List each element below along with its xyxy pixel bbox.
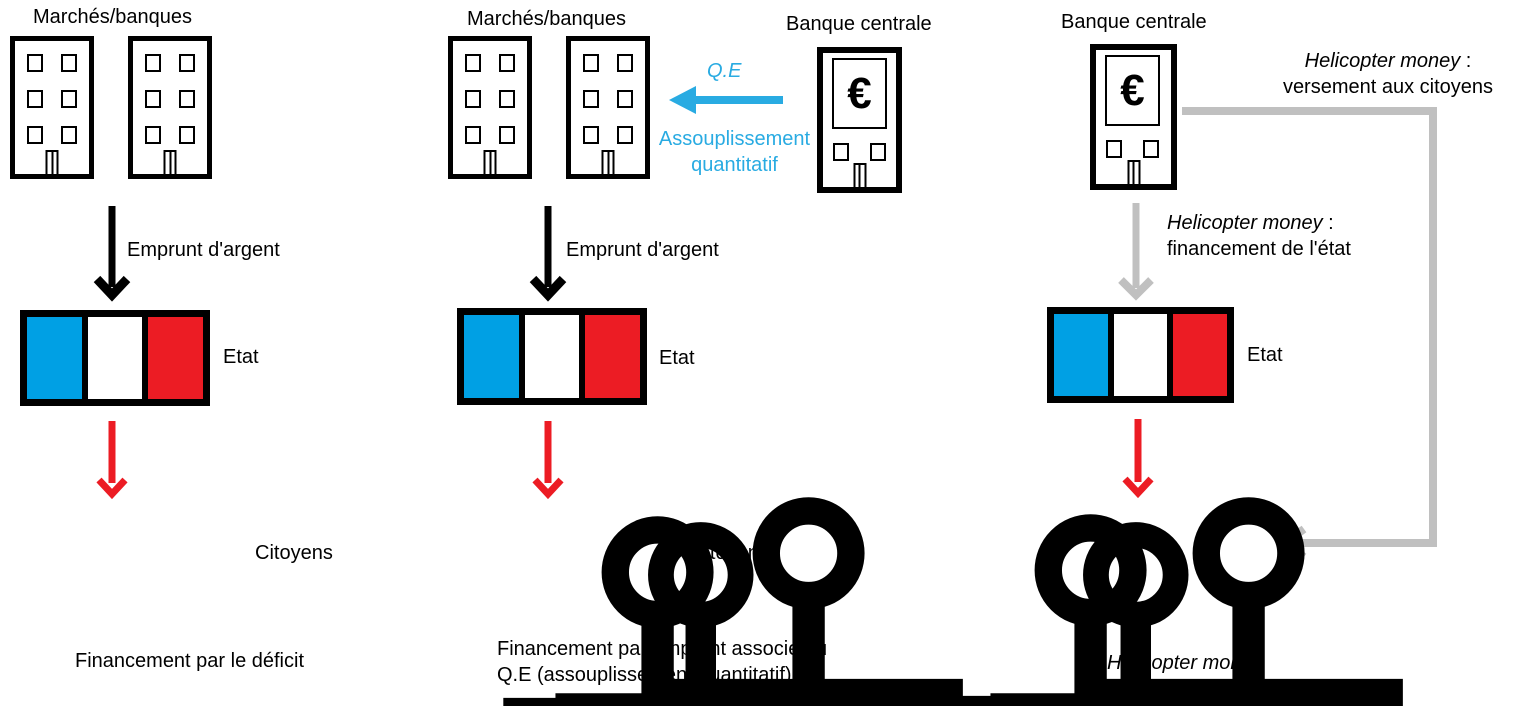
hm-state-colon: : xyxy=(1322,212,1334,234)
building-window xyxy=(870,143,886,161)
euro-sign-panel: € xyxy=(1105,55,1160,126)
col2-state-label: Etat xyxy=(659,347,695,369)
building-window xyxy=(27,54,43,72)
col1-borrow-label: Emprunt d'argent xyxy=(127,239,280,261)
bank-building-icon xyxy=(128,36,212,179)
flag-red-stripe xyxy=(1173,314,1228,396)
qe-label: Q.E xyxy=(707,60,742,82)
flag-red-stripe xyxy=(148,317,204,399)
building-window xyxy=(617,126,633,144)
building-window xyxy=(583,90,599,108)
building-window xyxy=(833,143,849,161)
col1-title: Marchés/banques xyxy=(33,6,192,28)
col2-borrow-label: Emprunt d'argent xyxy=(566,239,719,261)
building-window xyxy=(617,54,633,72)
col2-caption: Financement par emprunt associé au Q.E (… xyxy=(497,638,828,686)
flag-blue-stripe xyxy=(27,317,82,399)
col3-caption: Helicopter money xyxy=(1107,652,1263,674)
building-window xyxy=(179,54,195,72)
building-window xyxy=(617,90,633,108)
hm-state-line2: financement de l'état xyxy=(1167,238,1351,260)
bank-building-icon xyxy=(566,36,650,179)
hm-state-italic: Helicopter money xyxy=(1167,212,1323,234)
central-bank-building-icon: € xyxy=(1090,44,1177,190)
col2-central-bank-title: Banque centrale xyxy=(786,13,932,35)
building-door xyxy=(1127,160,1140,184)
euro-symbol: € xyxy=(1120,65,1145,115)
euro-symbol: € xyxy=(847,68,872,118)
building-windows xyxy=(453,54,527,144)
building-window xyxy=(179,90,195,108)
building-window xyxy=(145,90,161,108)
hm-citizens-italic: Helicopter money xyxy=(1304,50,1461,72)
flag-blue-stripe xyxy=(464,315,519,398)
qe-sublabel: Assouplissement quantitatif xyxy=(658,128,811,176)
qe-arrow xyxy=(669,86,783,114)
building-window xyxy=(465,90,481,108)
bank-building-icon xyxy=(448,36,532,179)
building-door xyxy=(483,150,497,174)
building-window xyxy=(583,54,599,72)
building-window xyxy=(27,90,43,108)
building-window xyxy=(583,126,599,144)
flag-red-stripe xyxy=(585,315,641,398)
borrow-arrow-col2 xyxy=(529,206,567,302)
building-window xyxy=(499,90,515,108)
building-door xyxy=(601,150,615,174)
france-flag-icon xyxy=(20,310,210,406)
building-door xyxy=(853,163,866,187)
building-window xyxy=(179,126,195,144)
helicopter-state-arrow xyxy=(1118,203,1154,301)
building-windows xyxy=(571,54,645,144)
col1-citizens-label: Citoyens xyxy=(255,542,333,564)
building-windows xyxy=(133,54,207,144)
building-windows xyxy=(15,54,89,144)
building-window xyxy=(61,54,77,72)
building-door xyxy=(163,150,177,174)
france-flag-icon xyxy=(457,308,647,405)
flag-white-stripe xyxy=(1113,314,1168,396)
state-to-citizens-arrow-col1 xyxy=(96,421,128,500)
col1-state-label: Etat xyxy=(223,346,259,368)
bank-building-icon xyxy=(10,36,94,179)
building-window xyxy=(499,54,515,72)
col3-central-bank-title: Banque centrale xyxy=(1061,11,1207,33)
building-door xyxy=(45,150,59,174)
state-to-citizens-arrow-col2 xyxy=(532,421,564,500)
flag-blue-stripe xyxy=(1054,314,1108,396)
col2-citizens-label: Citoyens xyxy=(691,542,769,564)
building-window xyxy=(1106,140,1122,158)
building-window xyxy=(27,126,43,144)
hm-citizens-colon: : xyxy=(1460,50,1472,72)
building-window xyxy=(465,54,481,72)
col1-caption: Financement par le déficit xyxy=(75,650,305,672)
flag-white-stripe xyxy=(87,317,143,399)
building-window xyxy=(61,90,77,108)
flag-white-stripe xyxy=(524,315,580,398)
col3-state-label: Etat xyxy=(1247,344,1283,366)
euro-sign-panel: € xyxy=(832,58,887,129)
central-bank-building-icon: € xyxy=(817,47,902,193)
building-window xyxy=(465,126,481,144)
france-flag-icon xyxy=(1047,307,1234,403)
building-window xyxy=(145,54,161,72)
hm-citizens-line2: versement aux citoyens xyxy=(1282,76,1494,98)
building-window xyxy=(145,126,161,144)
col2-title: Marchés/banques xyxy=(467,8,626,30)
helicopter-money-state-label: Helicopter money : financement de l'état xyxy=(1167,210,1387,262)
building-window xyxy=(1143,140,1159,158)
helicopter-money-citizens-label: Helicopter money : versement aux citoyen… xyxy=(1280,48,1496,100)
building-window xyxy=(61,126,77,144)
building-window xyxy=(499,126,515,144)
borrow-arrow-col1 xyxy=(93,206,131,302)
state-to-citizens-arrow-col3 xyxy=(1122,419,1154,499)
